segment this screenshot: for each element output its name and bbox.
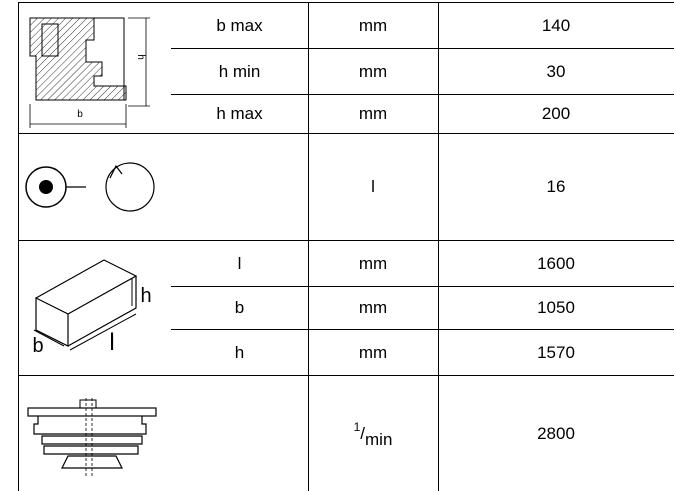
spindle-icon	[27, 398, 157, 476]
param-empty	[171, 133, 308, 240]
unit-l: l	[371, 177, 375, 196]
section-divider	[18, 240, 674, 241]
table-border-left	[18, 2, 19, 491]
unit-mm: mm	[358, 298, 388, 317]
unit-mm: mm	[358, 253, 388, 273]
row-divider	[171, 329, 674, 330]
unit-numerator: 1	[353, 420, 361, 434]
section-divider	[18, 375, 674, 376]
value-1570: 1570	[537, 342, 575, 362]
unit-mm: mm	[358, 15, 388, 35]
column-divider	[438, 2, 439, 491]
workpiece-block-icon	[33, 259, 138, 351]
row-divider	[171, 286, 674, 287]
block-length-label: l	[109, 329, 115, 356]
value-140: 140	[541, 15, 571, 35]
block-height-label: h	[140, 285, 152, 307]
unit-denominator: min	[365, 429, 393, 449]
value-30: 30	[546, 61, 566, 81]
param-h-min: h min	[218, 61, 261, 81]
section-divider	[18, 133, 674, 134]
unit-slash: /	[360, 423, 365, 443]
block-width-label: b	[32, 335, 44, 357]
param-empty	[171, 375, 308, 491]
rotation-count-icon	[25, 162, 155, 212]
profile-height-label: h	[135, 54, 146, 60]
param-b: b	[234, 298, 245, 317]
unit-mm: mm	[358, 61, 388, 81]
unit-mm: mm	[358, 342, 388, 362]
value-200: 200	[541, 104, 571, 123]
profile-section-icon	[29, 17, 150, 128]
value-1600: 1600	[537, 253, 575, 273]
profile-width-label: b	[77, 109, 83, 120]
column-divider	[308, 2, 309, 491]
unit-per-minute: 1/min	[308, 375, 438, 491]
row-divider	[171, 48, 674, 49]
param-h-max: h max	[216, 104, 263, 123]
param-l: l	[237, 253, 242, 273]
param-b-max: b max	[216, 15, 263, 35]
value-16: 16	[546, 177, 566, 196]
param-h: h	[234, 342, 245, 362]
value-2800: 2800	[537, 423, 575, 443]
row-divider	[171, 94, 674, 95]
table-border-top	[18, 2, 674, 3]
unit-mm: mm	[358, 104, 388, 123]
value-1050: 1050	[537, 298, 575, 317]
